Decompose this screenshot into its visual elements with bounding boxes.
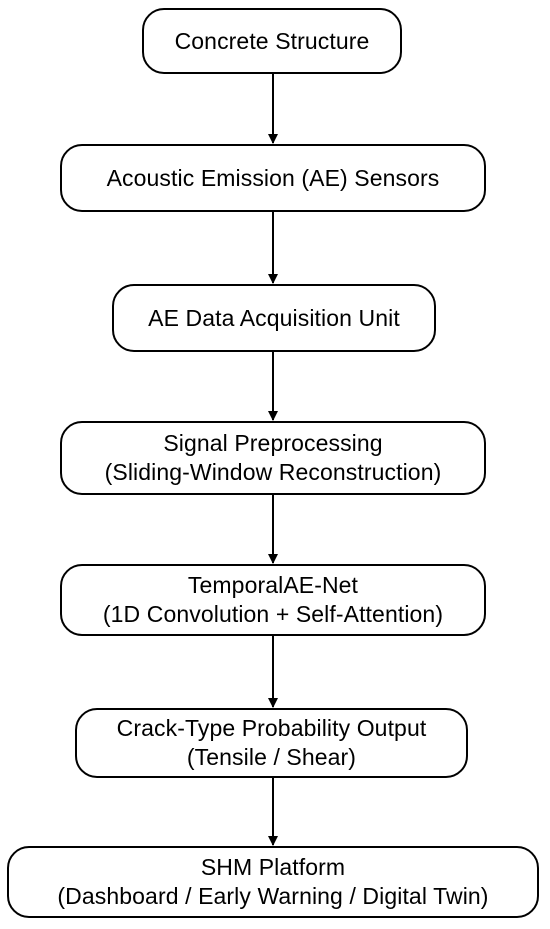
crack-type-output-node: Crack-Type Probability Output (Tensile /… [75,708,468,778]
node-label: SHM Platform [200,854,346,880]
node-label: Acoustic Emission (AE) Sensors [106,164,440,191]
node-sublabel: (Dashboard / Early Warning / Digital Twi… [57,883,489,909]
node-sublabel: (Sliding-Window Reconstruction) [104,459,442,485]
node-label: AE Data Acquisition Unit [148,304,400,331]
node-sublabel: (1D Convolution + Self-Attention) [102,601,444,627]
temporal-ae-net-node: TemporalAE-Net (1D Convolution + Self-At… [60,564,486,636]
node-sublabel: (Tensile / Shear) [186,744,357,770]
node-label: Signal Preprocessing [163,430,383,456]
shm-platform-node: SHM Platform (Dashboard / Early Warning … [7,846,539,918]
node-label: Crack-Type Probability Output [116,715,427,741]
signal-preprocessing-node: Signal Preprocessing (Sliding-Window Rec… [60,421,486,495]
concrete-structure-node: Concrete Structure [142,8,402,74]
ae-data-acquisition-node: AE Data Acquisition Unit [112,284,436,352]
ae-sensors-node: Acoustic Emission (AE) Sensors [60,144,486,212]
node-label: TemporalAE-Net [187,572,359,598]
node-label: Concrete Structure [174,27,370,54]
